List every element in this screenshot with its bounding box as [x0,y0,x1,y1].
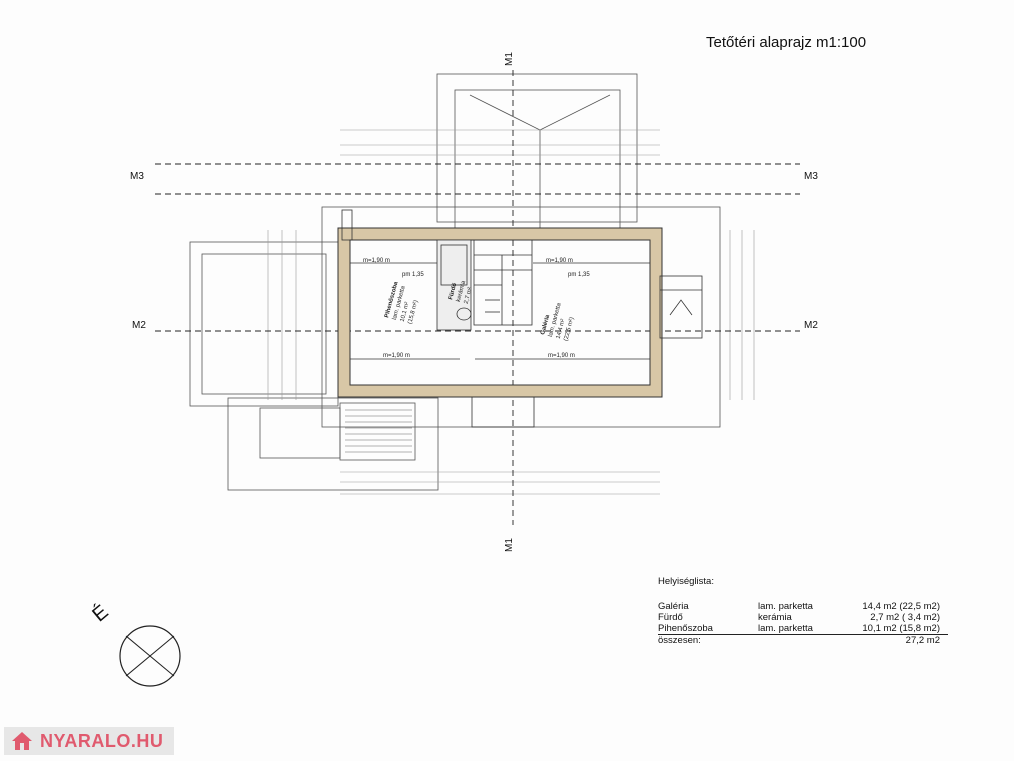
site-logo[interactable]: NYARALO.HU [4,727,174,755]
height-mark: m=1,90 m [383,353,410,359]
room-list-name: Galéria [658,601,689,612]
room-list-row: Pihenőszoba lam. parketta 10,1 m2 (15,8 … [658,623,948,635]
room-list-area: 2,7 m2 ( 3,4 m2) [870,612,940,623]
section-lines [155,70,800,525]
room-list-row: Fürdő kerámia 2,7 m2 ( 3,4 m2) [658,612,948,623]
room-list-material: kerámia [758,612,792,623]
house-icon [12,732,32,750]
interior-elements [341,209,703,428]
pm-mark: pm 1,35 [402,272,424,278]
section-m3-right: M3 [804,171,818,182]
dimension-lines [267,129,755,495]
height-mark: m=1,90 m [548,353,575,359]
section-m3-left: M3 [130,171,144,182]
section-m1-top: M1 [504,52,515,66]
outer-stair [345,409,412,453]
height-mark: m=1,90 m [363,258,390,264]
room-list-area: 14,4 m2 (22,5 m2) [862,601,940,612]
room-galeria-name: Galéria [540,314,551,336]
room-list-name: összesen: [658,635,701,646]
exterior-walls [337,227,663,398]
drawing-title: Tetőtéri alaprajz m1:100 [706,34,867,51]
section-m2-right: M2 [804,320,818,331]
room-list-area: 10,1 m2 (15,8 m2) [862,623,940,634]
north-compass-icon: É [88,600,181,687]
section-m1-bottom: M1 [504,538,515,552]
room-list-heading: Helyiséglista: [658,576,714,587]
pm-mark: pm 1,35 [568,272,590,278]
room-furdo-line: 2,7 m² [464,287,474,305]
room-list-row: Galéria lam. parketta 14,4 m2 (22,5 m2) [658,601,948,612]
room-list-name: Pihenőszoba [658,623,713,634]
room-galeria-line: 14,4 m² [556,318,567,339]
section-m2-left: M2 [132,320,146,331]
room-list-material: lam. parketta [758,601,813,612]
logo-text: NYARALO.HU [40,730,164,751]
room-list-name: Fürdő [658,612,683,623]
room-list-material: lam. parketta [758,623,813,634]
room-pihenoszoba-line: 10,1 m² [400,301,411,322]
room-labels: Pihenőszoba lam. parketta 10,1 m² (15,8 … [384,280,575,342]
room-list-area: 27,2 m2 [905,635,940,646]
room-furdo-name: Fürdő [448,282,458,300]
section-labels: M3 M3 M2 M2 M1 M1 [130,52,818,552]
room-list: Helyiséglista: Galéria lam. parketta 14,… [658,576,948,646]
height-marks: m=1,90 m m=1,90 m m=1,90 m m=1,90 m pm 1… [363,258,590,359]
room-list-total: összesen: 27,2 m2 [658,635,948,646]
room-furdo-line: kerámia [456,280,467,303]
room-list-material [758,635,840,646]
height-mark: m=1,90 m [546,258,573,264]
north-label: É [88,600,113,626]
